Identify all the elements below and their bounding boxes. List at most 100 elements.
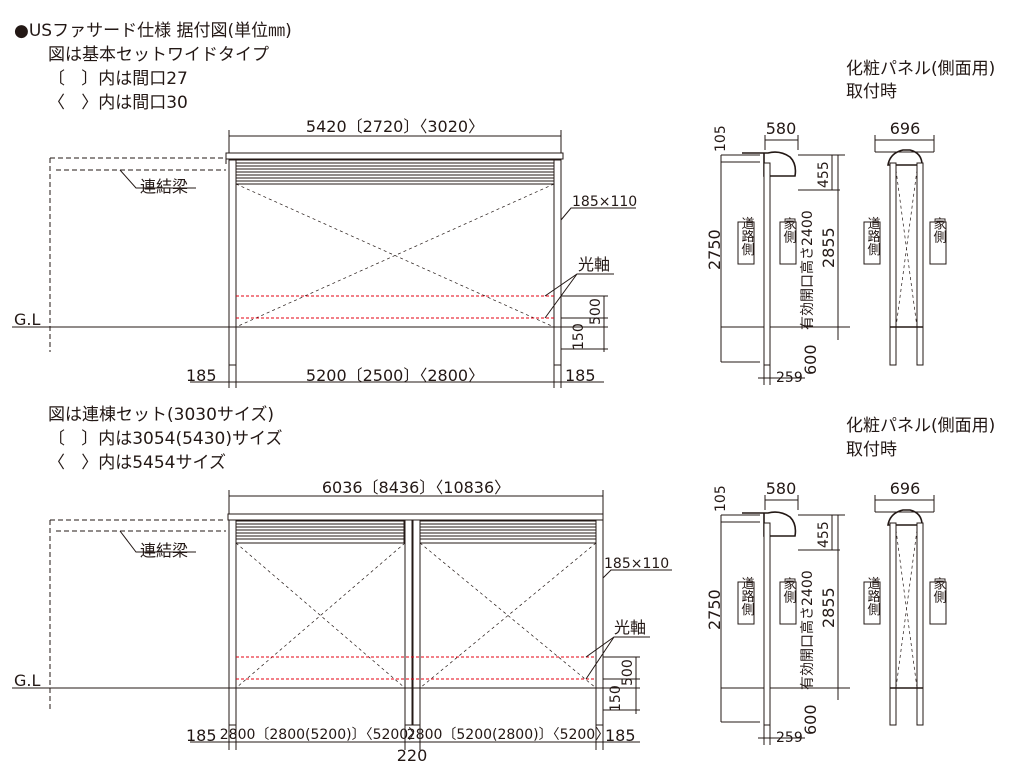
top-side-a-post <box>763 162 771 366</box>
bottom-side-a-dim-259: 259 <box>776 730 803 746</box>
note-bracket-3054: 〔 〕内は3054(5430)サイズ <box>48 429 283 449</box>
bottom-axis-height-dims <box>603 656 640 714</box>
bottom-post-center-b <box>412 519 421 726</box>
bottom-side-b-house-box <box>929 581 947 625</box>
bottom-side-a-right-dims <box>798 514 845 700</box>
top-overall-dim-line <box>228 130 562 153</box>
top-inner-width: 5200〔2500〕〈2800〉 <box>306 366 484 385</box>
top-side-a-dim-600: 600 <box>801 344 820 375</box>
bottom-side-b-696-dim <box>874 495 935 513</box>
top-side-a-right-dims <box>798 154 845 340</box>
bottom-side-view-a: 105 2750 600 580 道路側 家側 有効開口高さ2400 455 2… <box>705 479 850 746</box>
top-post-size-leader <box>560 207 636 221</box>
top-side-a-road-label: 道路側 <box>739 217 755 256</box>
top-side-a-259-dim <box>758 365 805 385</box>
bottom-post-left-width: 185 <box>186 726 217 745</box>
top-front-view: G.L 連結梁 185×110 光軸 5420〔2720〕〈3020〉 185 … <box>12 117 637 388</box>
bottom-side-a-post <box>763 522 771 726</box>
bottom-center-post-width: 220 <box>397 746 428 765</box>
diagram-title: ●USファサード仕様 据付図(単位㎜) <box>14 21 292 41</box>
bottom-beam-label: 連結梁 <box>140 541 188 560</box>
bottom-side-b-house-label: 家側 <box>931 576 947 603</box>
top-x-brace <box>235 183 555 328</box>
note-basic-set: 図は基本セットワイドタイプ <box>48 45 269 65</box>
side-panel-title-top: 化粧パネル(側面用) <box>846 59 996 79</box>
bottom-side-a-dim-580: 580 <box>766 479 797 498</box>
top-side-a-canopy <box>742 151 797 177</box>
side-panel-title-bottom: 化粧パネル(側面用) <box>846 416 996 436</box>
top-side-a-road-box <box>737 221 755 265</box>
top-side-b-road-box <box>863 221 881 265</box>
top-side-a-dim-2855: 2855 <box>819 227 838 268</box>
top-axis-height-dims <box>561 295 608 352</box>
top-side-a-dim-580: 580 <box>766 119 797 138</box>
top-dim-500: 500 <box>588 298 604 325</box>
bottom-side-a-house-box <box>779 581 797 625</box>
bottom-post-center-a <box>404 519 413 726</box>
top-dim-150: 150 <box>571 323 587 350</box>
bottom-side-b-road-box <box>863 581 881 625</box>
bottom-side-a-dim-600: 600 <box>801 704 820 735</box>
bottom-gl-label: G.L <box>14 671 40 690</box>
top-side-a-580-dim <box>764 135 799 150</box>
top-side-a-house-box <box>779 221 797 265</box>
top-light-axis-label: 光軸 <box>578 255 610 274</box>
top-side-b-canopy <box>887 149 923 166</box>
top-side-b-road-label: 道路側 <box>865 217 881 256</box>
bottom-side-b-dim-696: 696 <box>890 479 921 498</box>
bottom-bottom-dim-line <box>190 725 640 750</box>
bottom-side-a-left-dims <box>720 514 850 723</box>
top-facade-hatch <box>236 162 554 182</box>
bottom-facade-hatch-left <box>236 523 404 540</box>
top-side-b-dim-696: 696 <box>890 119 921 138</box>
bottom-overall-width: 6036〔8436〕〈10836〉 <box>322 478 510 497</box>
bottom-light-axis-leader <box>585 636 650 680</box>
top-overall-width: 5420〔2720〕〈3020〉 <box>306 117 484 136</box>
bottom-dim-500: 500 <box>620 659 636 686</box>
bottom-side-view-b: 696 道路側 家側 <box>863 479 947 726</box>
top-beam-label: 連結梁 <box>140 177 188 196</box>
side-panel-subtitle-top: 取付時 <box>846 82 897 102</box>
bottom-x-brace-left <box>235 542 406 689</box>
top-side-b-panel-brace <box>895 169 918 328</box>
bottom-post-size-leader <box>602 569 672 579</box>
bottom-side-b-post-right <box>916 522 924 726</box>
bottom-facade-hatch-right <box>420 523 596 540</box>
note-angle-30: 〈 〉内は間口30 <box>48 93 188 113</box>
top-side-view-a: 105 2750 600 580 道路側 家側 有効開口高さ2400 455 2… <box>705 119 850 386</box>
bottom-bay1-width: 2800〔2800(5200)〕〈5200〉 <box>220 727 422 743</box>
top-side-a-dim-455: 455 <box>816 161 832 188</box>
bottom-post-size-label: 185×110 <box>604 556 669 572</box>
top-side-a-dim-105: 105 <box>713 125 729 152</box>
bottom-side-b-road-label: 道路側 <box>865 577 881 616</box>
top-side-a-dim-259: 259 <box>776 370 803 386</box>
top-post-left <box>228 159 237 366</box>
bottom-side-a-dim-455: 455 <box>816 521 832 548</box>
top-beam-leader <box>119 169 196 189</box>
bottom-side-a-road-label: 道路側 <box>739 577 755 616</box>
bottom-side-a-259-dim <box>758 725 805 745</box>
bottom-beam-leader <box>119 530 196 553</box>
bottom-post-right <box>595 519 604 726</box>
bottom-front-view: G.L 連結梁 185×110 光軸 6036〔8436〕〈10836〉 185… <box>12 478 672 765</box>
note-bracket-27: 〔 〕内は間口27 <box>48 69 188 89</box>
bottom-dim-150: 150 <box>608 685 624 712</box>
bottom-side-a-canopy <box>742 511 797 537</box>
bottom-overall-dim-line <box>228 490 604 514</box>
top-bottom-dim-line <box>190 365 604 388</box>
top-gl-label: G.L <box>14 310 40 329</box>
bottom-roof-beam <box>227 513 604 521</box>
bottom-side-a-dim-2750: 2750 <box>705 589 724 630</box>
bottom-bay2-width: 2800〔5200(2800)〕〈5200〉 <box>407 727 609 743</box>
top-side-a-house-label: 家側 <box>781 216 797 243</box>
bottom-post-left <box>228 519 237 726</box>
bottom-post-right-width: 185 <box>605 726 636 745</box>
top-side-b-house-box <box>929 221 947 265</box>
top-side-a-effective-height: 有効開口高さ2400 <box>799 210 816 330</box>
bottom-side-b-panel-brace <box>895 529 918 689</box>
side-panel-subtitle-bottom: 取付時 <box>846 440 897 460</box>
top-side-b-696-dim <box>874 135 935 153</box>
top-side-b-house-label: 家側 <box>931 216 947 243</box>
bottom-side-a-580-dim <box>764 495 799 510</box>
top-side-b-post-right <box>916 162 924 366</box>
